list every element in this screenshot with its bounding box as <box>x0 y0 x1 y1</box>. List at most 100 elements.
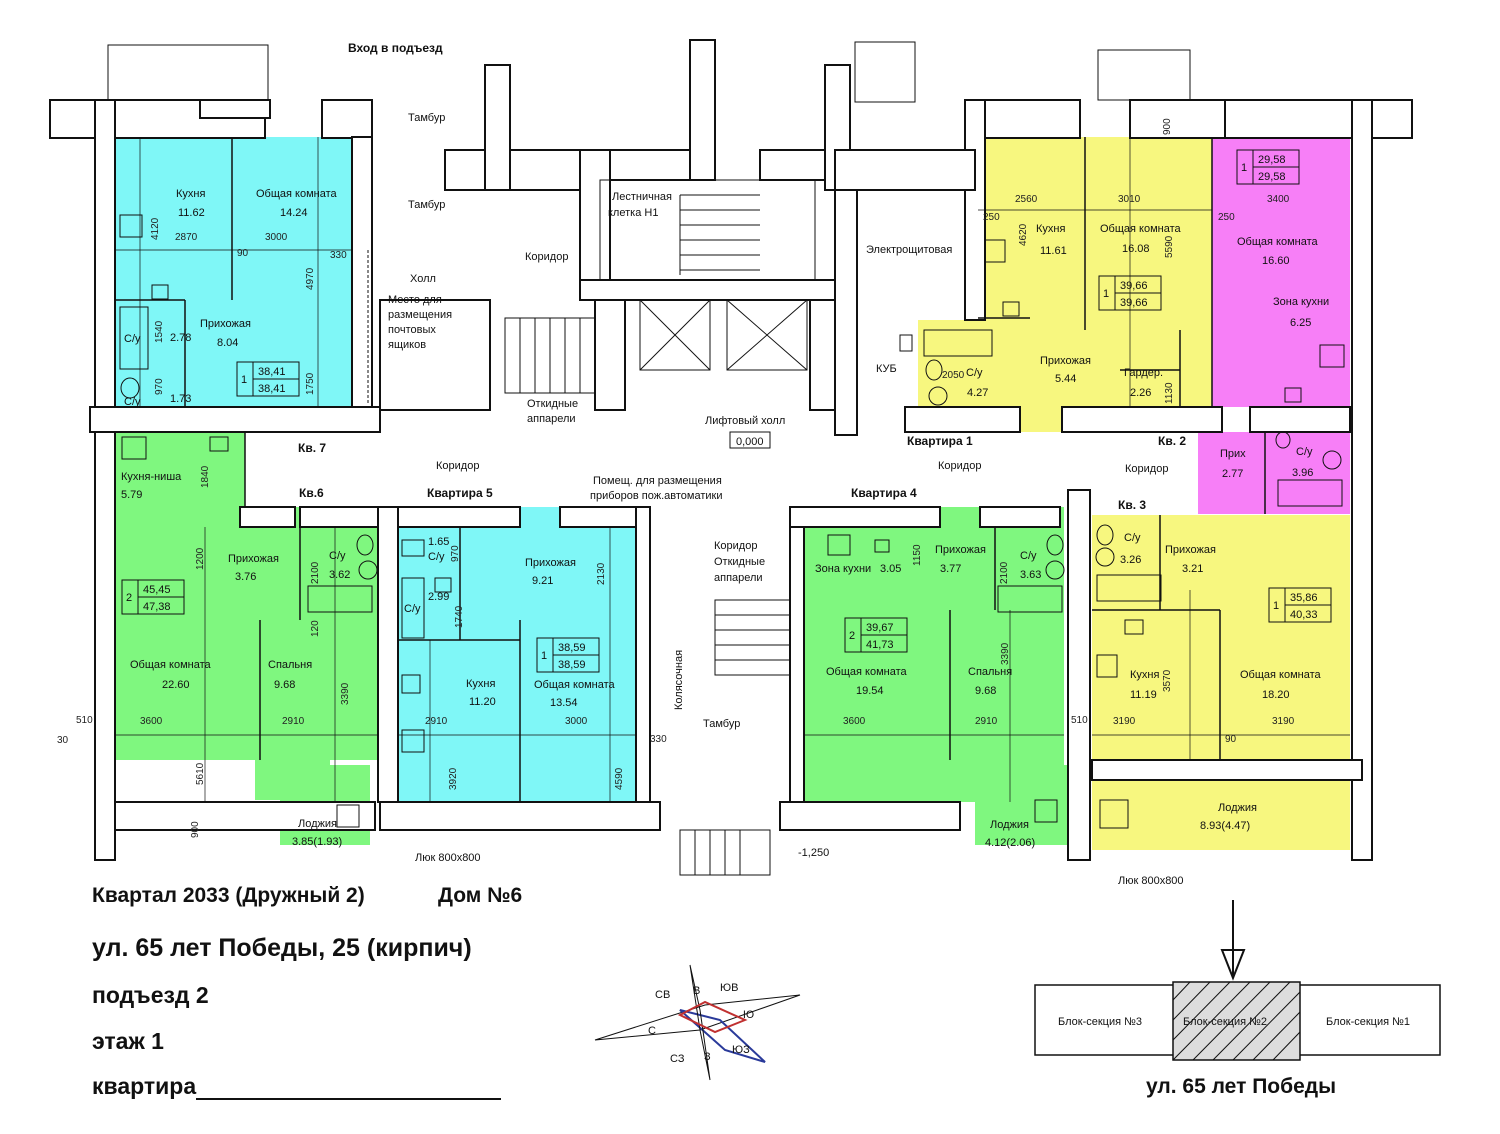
apt4-dim1: 1150 <box>912 544 923 566</box>
apt2-tag: Кв. 2 <box>1158 434 1186 448</box>
apt1-dim6: 2050 <box>942 370 965 381</box>
apt6-dim7: 5610 <box>195 762 206 785</box>
apt6-rooms: 2 <box>126 592 132 604</box>
apt2-total1: 29,58 <box>1258 154 1286 166</box>
apt3-fill <box>1092 515 1350 780</box>
apt3-kitchen-area: 11.19 <box>1130 689 1157 701</box>
apt7-bath-area: 2.78 <box>170 332 191 344</box>
apt2-kitchen-area: 6.25 <box>1290 317 1311 329</box>
compass-v: В <box>693 985 700 997</box>
apt5-bath2-label: С/у <box>404 603 421 615</box>
apt3-bath-area: 3.26 <box>1120 554 1141 566</box>
footer-apartment: квартира <box>92 1073 502 1100</box>
apt7-total2: 38,41 <box>258 383 286 395</box>
corridor-label-low: Коридор <box>714 540 757 552</box>
apt6-dim8: 120 <box>310 620 321 637</box>
apt4-fill <box>804 507 1064 802</box>
apt6-total1: 45,45 <box>143 584 171 596</box>
apt6-bath-label: С/у <box>329 550 346 562</box>
apt7-kitchen-area: 11.62 <box>178 207 205 219</box>
apt2-hall-area: 2.77 <box>1222 468 1243 480</box>
apt4-loggia-label: Лоджия <box>990 819 1029 831</box>
apt4-bed-area: 9.68 <box>975 685 996 697</box>
apt1-dim3: 4620 <box>1018 223 1029 246</box>
apt6-dim10: 510 <box>76 715 93 726</box>
apt4-bath-label: С/у <box>1020 550 1037 562</box>
fire-room-label-2: приборов пож.автоматики <box>590 490 722 502</box>
corridor-label-right: Коридор <box>938 460 981 472</box>
apt6-hall-area: 3.76 <box>235 571 256 583</box>
dimension-lines <box>115 137 1350 802</box>
corridor-label-mid: Коридор <box>436 460 479 472</box>
apt1-dim4: 5590 <box>1164 235 1175 258</box>
tambur-label-3: Тамбур <box>703 718 740 730</box>
apt4-labels: Зона кухни 3.05 Прихожая 3.77 С/у 3.63 О… <box>815 544 1088 849</box>
apt5-kitchen-area: 11.20 <box>469 696 496 708</box>
apt6-labels: Кухня-ниша 5.79 Прихожая 3.76 С/у 3.62 О… <box>57 465 351 848</box>
apt1-fill <box>975 137 1212 432</box>
corridor-label-top: Коридор <box>525 251 568 263</box>
level-minus-label: -1,250 <box>798 847 829 859</box>
apt7-dim3: 3000 <box>265 232 288 243</box>
apt4-total1: 39,67 <box>866 622 894 634</box>
apt2-kitchen-label: Зона кухни <box>1273 296 1329 308</box>
apt7-tag: Кв. 7 <box>298 441 326 455</box>
apt4-kitchen-label: Зона кухни <box>815 563 871 575</box>
apt5-total2: 38,59 <box>558 659 586 671</box>
apt6-bath-area: 3.62 <box>329 569 350 581</box>
apt5-room-area: 13.54 <box>550 697 578 709</box>
apt3-total1: 35,86 <box>1290 592 1318 604</box>
stairs <box>504 179 816 876</box>
apt7-dim2: 2870 <box>175 232 198 243</box>
key-plan <box>1034 900 1441 1061</box>
apt4-hall-label: Прихожая <box>935 544 986 556</box>
footer-apartment-blank[interactable] <box>196 1074 502 1100</box>
apt7-room-label: Общая комната <box>256 188 338 200</box>
apt6-hall-label: Прихожая <box>228 553 279 565</box>
apt2-rooms: 1 <box>1241 162 1247 174</box>
apt1-room-area: 16.08 <box>1122 243 1150 255</box>
hatch-label-left: Люк 800х800 <box>415 852 481 864</box>
apt3-bath-label: С/у <box>1124 532 1141 544</box>
apt2-hall-fill <box>1198 432 1350 514</box>
apt4-total2: 41,73 <box>866 639 894 651</box>
apt2-labels: 1 29,58 29,58 3400 250 Общая комната 16.… <box>1218 149 1329 480</box>
holl-label: Холл <box>410 273 436 285</box>
apt5-room-label: Общая комната <box>534 679 616 691</box>
apt1-labels: Кухня 11.61 Общая комната 16.08 Прихожая… <box>942 118 1182 404</box>
keyplan-section3: Блок-секция №3 <box>1058 1016 1142 1028</box>
apt6-tag: Кв.6 <box>299 486 324 500</box>
footer-street: ул. 65 лет Победы <box>1146 1075 1337 1098</box>
apt2-room-label: Общая комната <box>1237 236 1319 248</box>
apt1-dim7: 1130 <box>1164 382 1175 404</box>
apt1-hall-area: 5.44 <box>1055 373 1076 385</box>
apt3-loggia-area: 8.93(4.47) <box>1200 820 1250 832</box>
compass-rose-icon <box>594 964 801 1081</box>
apt5-dim1: 2130 <box>596 562 607 585</box>
apt1-tag: Квартира 1 <box>907 434 973 448</box>
apt7-kitchen-label: Кухня <box>176 188 205 200</box>
kub-label: КУБ <box>876 363 897 375</box>
apt1-bath-area: 4.27 <box>967 387 988 399</box>
apt7-dim6: 1540 <box>154 320 165 343</box>
apt4-room-area: 19.54 <box>856 685 884 697</box>
apt5-dim2: 1740 <box>454 605 465 628</box>
apt3-kitchen-label: Кухня <box>1130 669 1159 681</box>
apt7-hall-area: 8.04 <box>217 337 238 349</box>
footer-floor: этаж 1 <box>92 1028 164 1054</box>
apt5-total1: 38,59 <box>558 642 586 654</box>
balcony-right <box>1097 49 1191 101</box>
apt7-dim9: 90 <box>237 248 249 259</box>
apt1-kitchen-area: 11.61 <box>1040 245 1067 257</box>
footer-house-number: Дом №6 <box>438 884 523 907</box>
apt3-labels: С/у 3.26 Прихожая 3.21 Кухня 11.19 Общая… <box>1113 532 1332 832</box>
apt4-bed-label: Спальня <box>968 666 1012 678</box>
lift-hall-label: Лифтовый холл <box>705 415 785 427</box>
apt5-rooms: 1 <box>541 650 547 662</box>
apt7-rooms: 1 <box>241 374 247 386</box>
apt5-dim7: 330 <box>650 734 667 745</box>
ramp-label-3: Откидные <box>714 556 765 568</box>
apt7-dim4: 4970 <box>305 267 316 290</box>
apt3-dim4: 90 <box>1225 734 1237 745</box>
